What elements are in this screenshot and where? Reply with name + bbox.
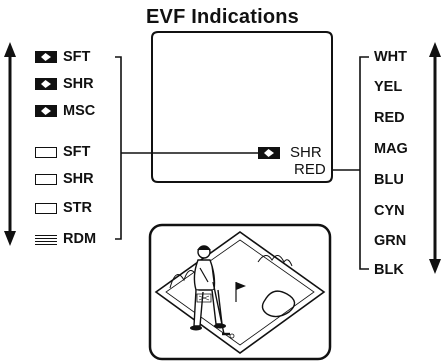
viewfinder-illustration [150,225,330,359]
color-label: WHT [374,49,407,65]
color-label: YEL [374,79,402,95]
filled-frame-icon [35,51,57,63]
mode-label: SHR [63,171,94,187]
arrow-down-left-icon [4,231,16,246]
mode-label: STR [63,200,92,216]
color-label: RED [374,110,405,126]
arrow-up-left-icon [4,42,16,57]
mode-label: SFT [63,144,90,160]
viewfinder-mode-label: SHR [290,145,322,161]
arrow-down-right-icon [429,259,441,274]
color-label: CYN [374,203,405,219]
filled-frame-icon [258,147,280,159]
arrow-up-right-icon [429,42,441,57]
outline-frame-icon [35,174,57,185]
mode-label: SHR [63,76,94,92]
outline-frame-icon [35,147,57,158]
dotted-frame-icon [35,233,57,245]
color-label: BLK [374,262,404,278]
mode-label: SFT [63,49,90,65]
mode-label: RDM [63,231,96,247]
outline-frame-icon [35,203,57,214]
viewfinder-color-label: RED [294,162,326,178]
color-label: BLU [374,172,404,188]
filled-frame-icon [35,78,57,90]
color-label: MAG [374,141,408,157]
mode-label: MSC [63,103,95,119]
filled-frame-icon [35,105,57,117]
color-label: GRN [374,233,406,249]
